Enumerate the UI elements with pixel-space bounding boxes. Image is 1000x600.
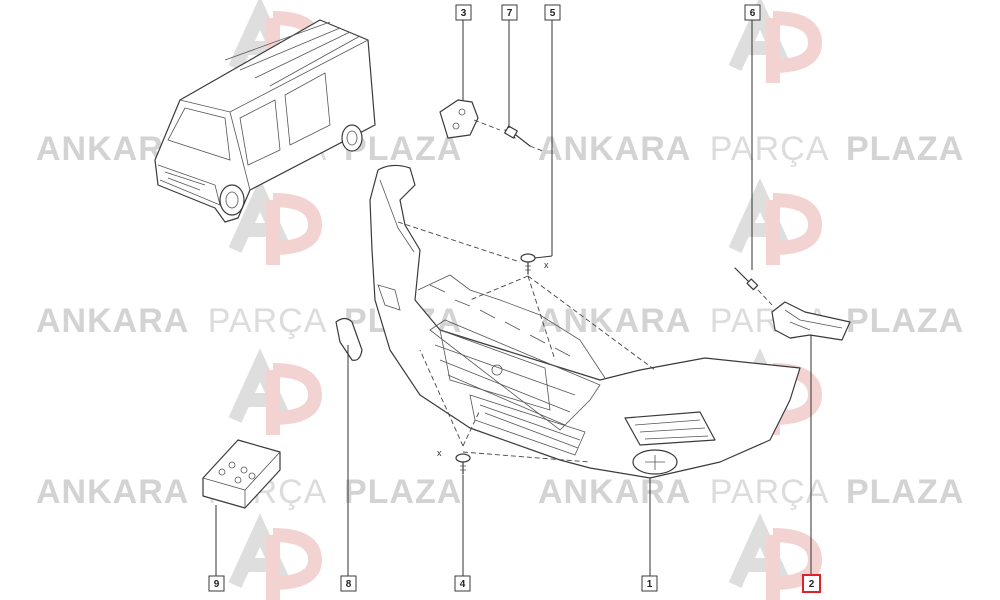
watermark-logo (728, 0, 823, 83)
callout-1[interactable]: 1 (641, 575, 658, 592)
axis-mark-upper: x (544, 260, 549, 270)
clip-part-7 (504, 125, 531, 147)
bracket-part-2 (771, 301, 851, 341)
svg-text:2: 2 (809, 579, 815, 590)
van-illustration (154, 19, 376, 223)
svg-text:3: 3 (461, 8, 467, 19)
callout-6[interactable]: 6 (744, 4, 761, 21)
callout-5[interactable]: 5 (544, 4, 561, 21)
watermark-text: ANKARA PARÇA PLAZA (538, 130, 964, 168)
fastener-kit-part-9 (202, 439, 281, 509)
front-bumper (369, 164, 801, 479)
watermark-logo (228, 513, 323, 600)
clip-part-6 (734, 267, 759, 291)
watermark-logo (228, 178, 323, 265)
leader-lines (215, 20, 812, 576)
svg-text:6: 6 (750, 8, 756, 19)
callout-9[interactable]: 9 (208, 575, 225, 592)
watermark-text: ANKARA PARÇA PLAZA (538, 473, 964, 511)
svg-text:8: 8 (346, 579, 352, 590)
svg-text:5: 5 (550, 8, 556, 19)
callout-2-highlighted[interactable]: 2 (802, 574, 821, 593)
svg-text:7: 7 (507, 8, 513, 19)
watermark-logo (728, 178, 823, 265)
axis-mark-lower: x (437, 448, 442, 458)
callout-4[interactable]: 4 (454, 575, 471, 592)
watermark-logo (228, 348, 323, 435)
callout-7[interactable]: 7 (501, 4, 518, 21)
svg-text:4: 4 (460, 579, 466, 590)
svg-text:9: 9 (214, 579, 220, 590)
callout-3[interactable]: 3 (455, 4, 472, 21)
watermark-layer: ANKARA PARÇA PLAZA ANKARA PARÇA PLAZA AN… (36, 0, 964, 600)
screw-part-4 (455, 453, 471, 475)
bracket-part-3 (439, 99, 479, 139)
callout-8[interactable]: 8 (340, 575, 357, 592)
watermark-text: ANKARA PARÇA PLAZA (538, 302, 964, 340)
assembly-lines (397, 119, 773, 463)
cover-part-8 (335, 317, 363, 361)
watermark-logo (728, 513, 823, 600)
screw-part-5 (520, 253, 536, 275)
svg-text:1: 1 (647, 579, 653, 590)
